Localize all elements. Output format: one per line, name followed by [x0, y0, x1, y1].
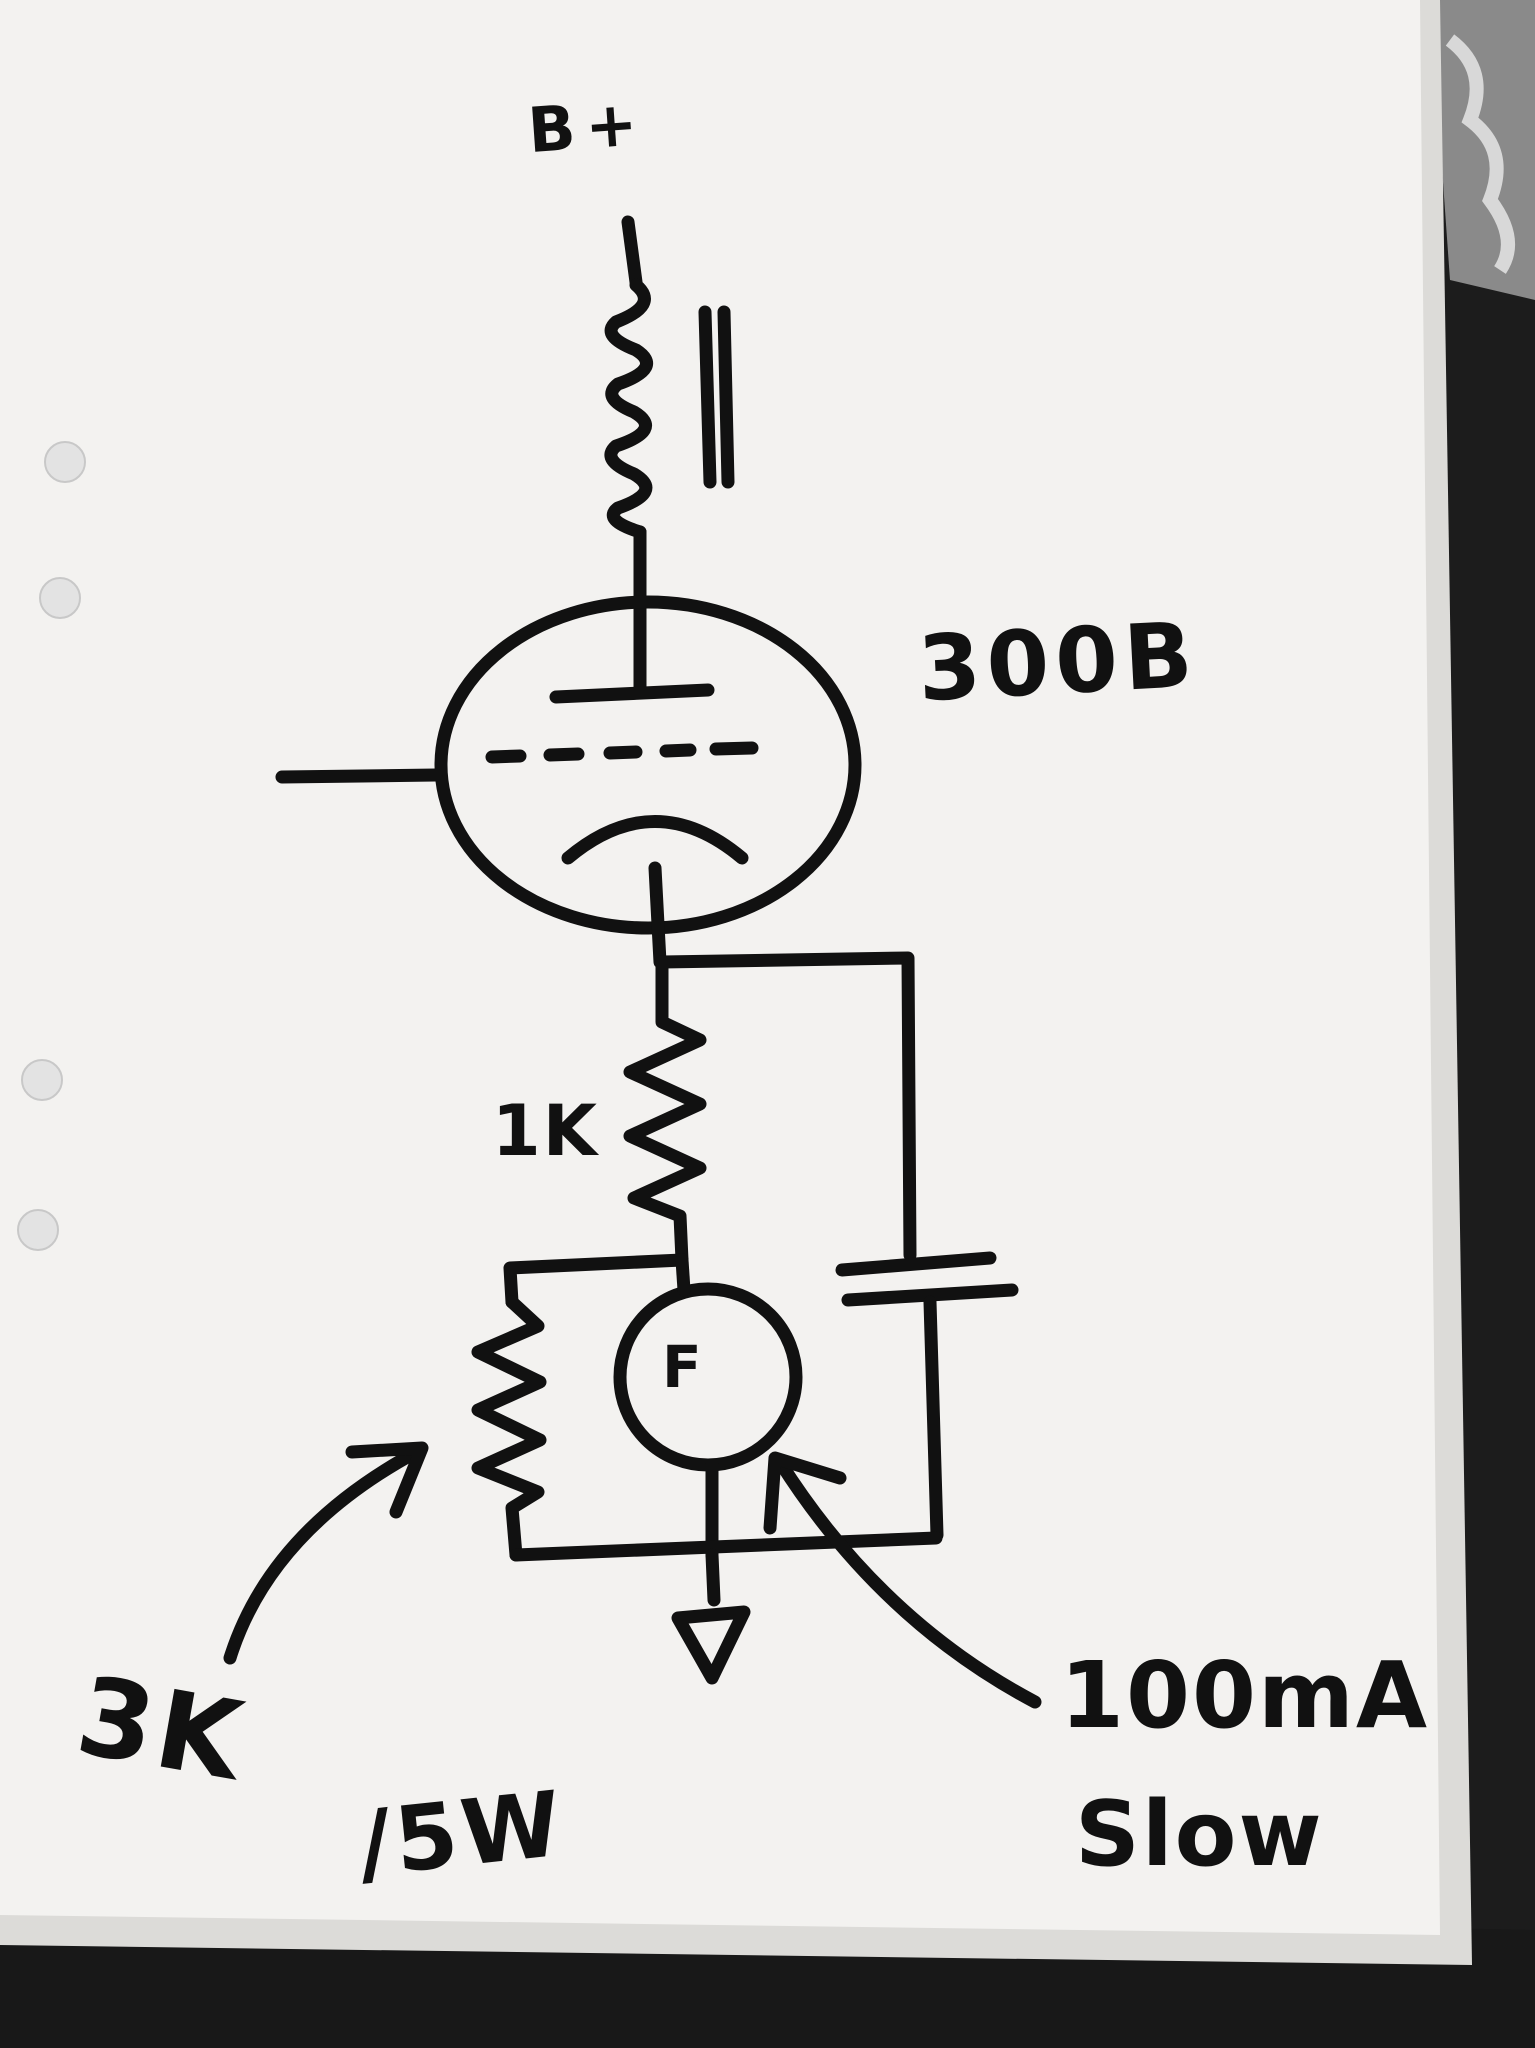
- shunt-resistor-zigzag: [471, 1295, 547, 1562]
- binder-hole: [39, 577, 81, 619]
- fuse-speed-rating-label: Slow: [1075, 1782, 1324, 1887]
- ground-rail: [509, 1531, 943, 1562]
- shunt-resistor-top-lead: [503, 1253, 689, 1309]
- shunt-resistor-power-label: /5W: [353, 1771, 570, 1898]
- shunt-callout-arrow: [223, 1443, 427, 1665]
- bypass-cap-plate: [835, 1251, 997, 1277]
- cloth-pattern: [1445, 34, 1515, 274]
- fuse-callout-arrow: [773, 1455, 1042, 1709]
- bypass-cap-plate: [841, 1283, 1019, 1307]
- tube-type-label: 300B: [915, 602, 1201, 723]
- cathode-resistor-label: 1K: [492, 1090, 599, 1172]
- ground-lead: [705, 1548, 721, 1607]
- fuse-current-rating-label: 100mA: [1060, 1642, 1430, 1749]
- tube-anode: [549, 683, 715, 704]
- tube-filament: [561, 815, 749, 865]
- fuse-label: F: [662, 1333, 706, 1401]
- binder-hole: [17, 1209, 59, 1251]
- bypass-cap-lead-lower: [923, 1295, 944, 1542]
- tube-grid: [485, 741, 759, 764]
- b-plus-label: B+: [525, 85, 650, 168]
- grid-input-lead: [275, 768, 443, 784]
- tube-envelope: [434, 595, 862, 935]
- choke-core-line: [698, 305, 717, 489]
- shunt-callout-arrowhead: [345, 1441, 429, 1519]
- ground-symbol: [671, 1605, 751, 1685]
- cathode-resistor-zigzag: [623, 955, 707, 1267]
- binder-hole: [21, 1059, 63, 1101]
- choke-winding: [604, 278, 653, 539]
- choke-core-line: [717, 305, 735, 489]
- fuse-callout-arrowhead: [763, 1451, 847, 1535]
- cathode-lead: [648, 861, 667, 969]
- fuse-top-lead: [675, 1253, 691, 1297]
- bypass-cap-lead: [655, 951, 917, 1262]
- binder-hole: [44, 441, 86, 483]
- b-plus-lead: [621, 215, 643, 289]
- shunt-resistor-value-label: 3K: [68, 1653, 255, 1806]
